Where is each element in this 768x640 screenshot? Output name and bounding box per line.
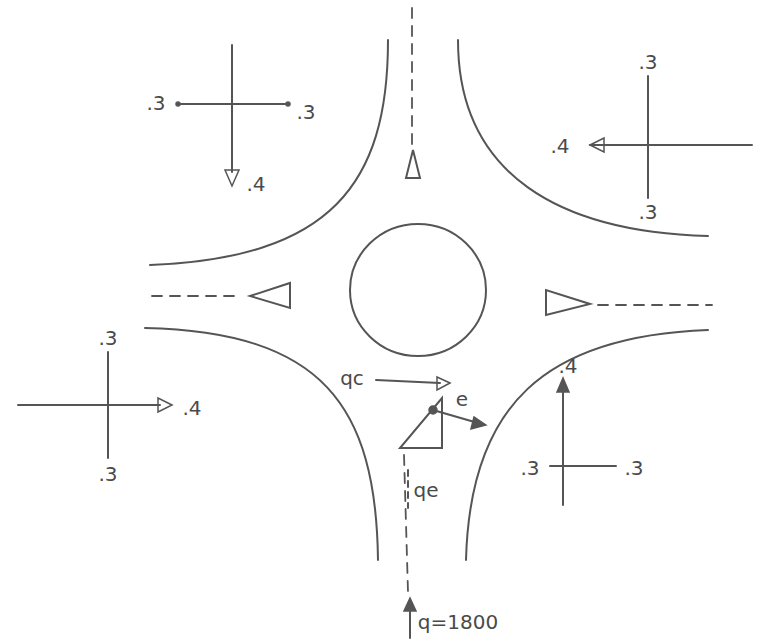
flow-label: .3 [144,92,167,114]
point-marker [429,406,437,414]
flow-label: .3 [294,101,317,123]
arrow-head [437,377,450,390]
flow-line [178,103,288,105]
flow-arrow [409,608,411,638]
flow-arrow [376,380,440,383]
centre-line [152,295,240,297]
centre-line [411,8,413,145]
flow-label: q=1800 [416,611,500,633]
curb-line [458,40,708,236]
flow-line [407,470,409,508]
curb-line [466,330,708,560]
flow-label: qc [338,367,366,389]
arrow-head [557,378,569,392]
flow-line [18,404,160,406]
curb-line [145,328,378,560]
dot [176,102,180,106]
splitter-island [406,150,420,178]
flow-label: .3 [96,327,119,349]
flow-label: e [454,388,470,410]
flow-line [550,465,616,467]
flow-label: .3 [636,201,659,223]
centre-line [404,455,408,592]
flow-label: .4 [244,173,267,195]
flow-line [647,76,649,198]
flow-label: .3 [518,457,541,479]
dot [286,102,290,106]
flow-line [107,352,109,458]
arrow-head [225,170,239,186]
flow-line [562,388,564,505]
centre-line [598,304,712,306]
flow-label: .3 [622,457,645,479]
arrow-head [590,138,604,152]
flow-label: qe [412,479,441,501]
flow-line [231,45,233,172]
curb-line [150,40,388,265]
arrow-head [471,417,486,429]
flow-label: .4 [180,397,203,419]
flow-arrow [433,410,478,423]
flow-label: .3 [636,51,659,73]
arrow-head [158,398,172,412]
splitter-island [250,283,290,308]
flow-label: .4 [548,135,571,157]
splitter-island [546,290,590,315]
flow-line [590,144,752,146]
central-island [350,224,486,356]
splitter-island [400,398,442,448]
flow-label: .3 [96,463,119,485]
flow-label: .4 [556,355,579,377]
arrow-head [404,598,416,611]
